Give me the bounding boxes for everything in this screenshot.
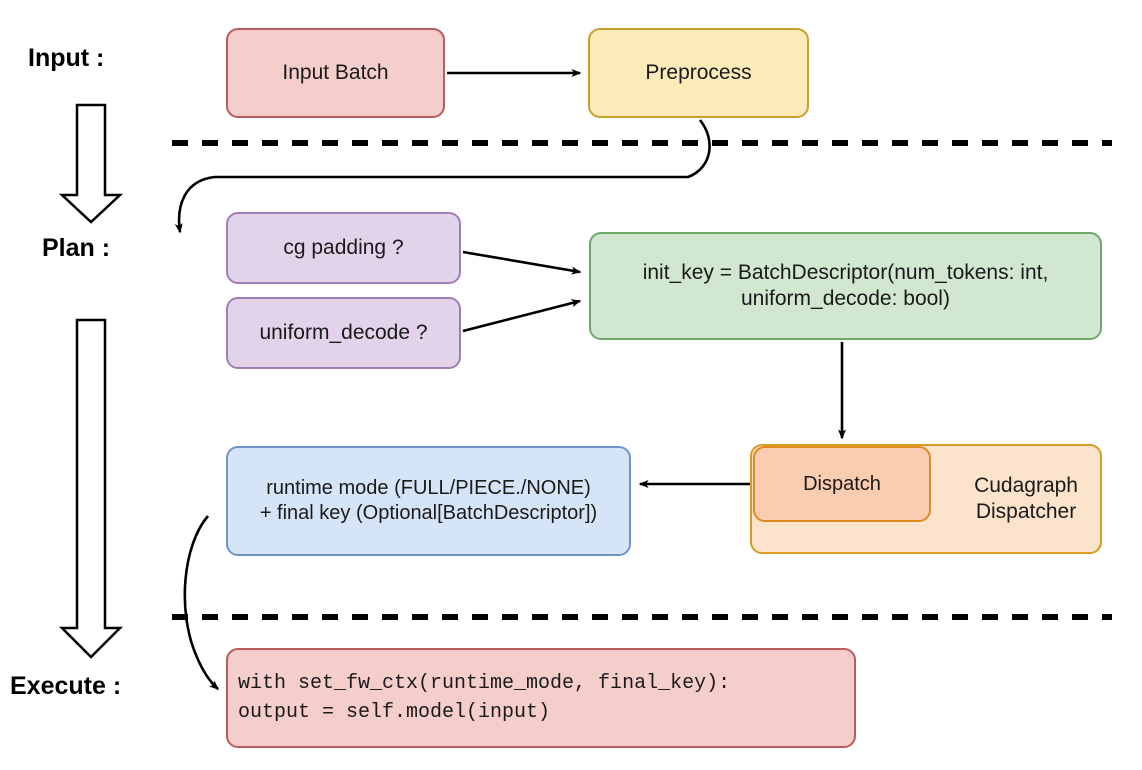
edge-uniform-decode-to-init-key — [462, 299, 582, 333]
node-dispatch[interactable]: Dispatch — [753, 446, 931, 522]
node-runtime-mode[interactable]: runtime mode (FULL/PIECE./NONE) + final … — [226, 446, 631, 556]
node-init-key-batch-descriptor[interactable]: init_key = BatchDescriptor(num_tokens: i… — [589, 232, 1102, 340]
node-preprocess[interactable]: Preprocess — [588, 28, 809, 118]
stage-label-execute: Execute : — [10, 672, 122, 700]
stage-label-input: Input : — [28, 44, 105, 72]
stage-label-plan: Plan : — [42, 234, 111, 262]
node-execute-code[interactable]: with set_fw_ctx(runtime_mode, final_key)… — [226, 648, 856, 748]
node-uniform-decode[interactable]: uniform_decode ? — [226, 297, 461, 369]
edge-cg-padding-to-init-key — [462, 250, 582, 275]
plan-to-execute-block-arrow — [58, 318, 124, 659]
input-to-plan-block-arrow — [58, 103, 124, 224]
node-input-batch[interactable]: Input Batch — [226, 28, 445, 118]
edge-runtime-mode-to-execute-code — [183, 515, 220, 690]
node-cg-padding[interactable]: cg padding ? — [226, 212, 461, 284]
